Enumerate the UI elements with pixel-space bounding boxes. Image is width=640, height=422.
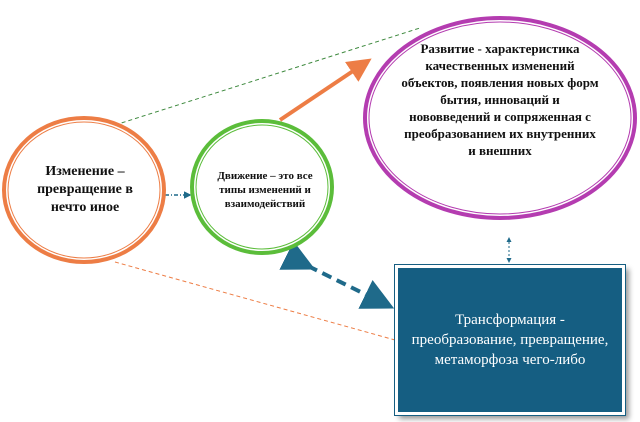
movement-transformation-arrow [279, 241, 395, 309]
orange-dashed-connector [114, 261, 396, 341]
movement-label: Движение – это все типы изменений и взаи… [217, 170, 313, 210]
development-label: Развитие - характеристика качественных и… [401, 41, 599, 158]
transformation-box: Трансформация - преобразование, превраще… [394, 264, 626, 416]
change-ellipse [2, 116, 166, 264]
movement-to-development-arrow [278, 58, 372, 122]
movement-ellipse [190, 119, 334, 255]
development-ellipse [363, 16, 637, 220]
change-label: Изменение – превращение в нечто иное [37, 164, 133, 215]
green-dashed-connector [114, 27, 421, 126]
